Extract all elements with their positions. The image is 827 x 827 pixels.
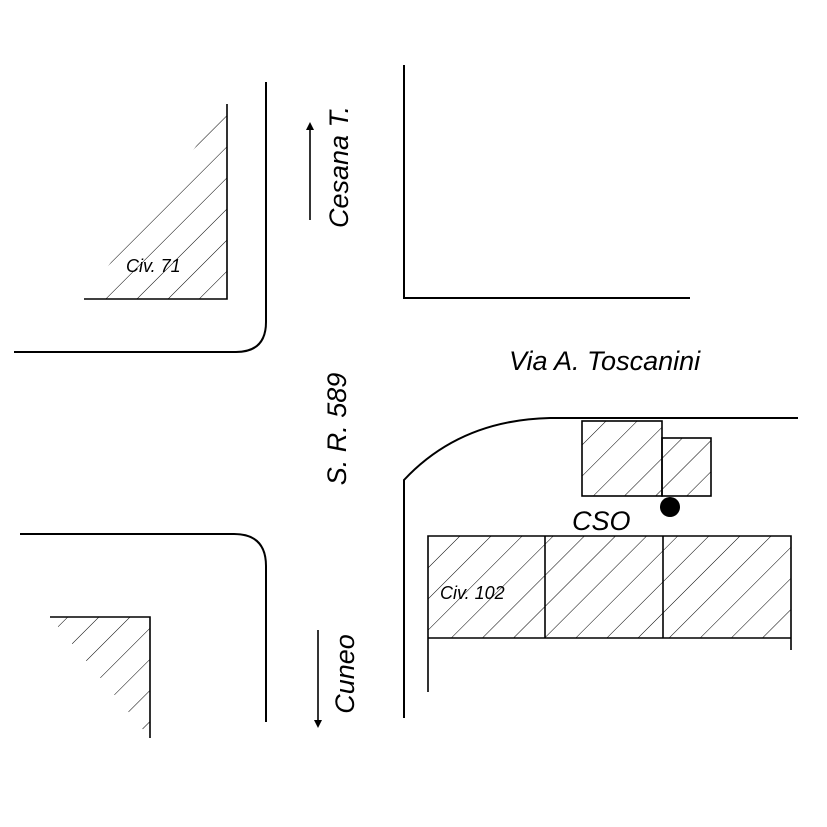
- cso-structure-annex: [661, 437, 712, 497]
- label-cso: CSO: [572, 506, 631, 536]
- road-edges: [14, 65, 798, 722]
- road-edge-south-west: [20, 533, 267, 722]
- label-sr-589: S. R. 589: [322, 373, 352, 486]
- cso-marker-icon: [660, 497, 680, 517]
- road-edge-north-east: [403, 65, 690, 299]
- building-civ-102: [428, 536, 791, 638]
- building-civ-102-outline: [427, 535, 792, 692]
- road-edge-north-west: [14, 82, 267, 353]
- cso-structure-main: [581, 420, 663, 497]
- building-south-west-outline: [50, 616, 151, 738]
- label-via-toscanini: Via A. Toscanini: [509, 346, 701, 376]
- building-civ-71: [84, 104, 227, 299]
- building-south-west: [50, 617, 150, 738]
- buildings: [50, 104, 792, 738]
- label-cesana: Cesana T.: [324, 106, 354, 228]
- building-civ-71-outline: [84, 104, 228, 300]
- road-edge-south-east: [403, 417, 798, 718]
- label-civ-102: Civ. 102: [440, 583, 505, 603]
- label-civ-71: Civ. 71: [126, 256, 181, 276]
- label-cuneo: Cuneo: [330, 634, 360, 714]
